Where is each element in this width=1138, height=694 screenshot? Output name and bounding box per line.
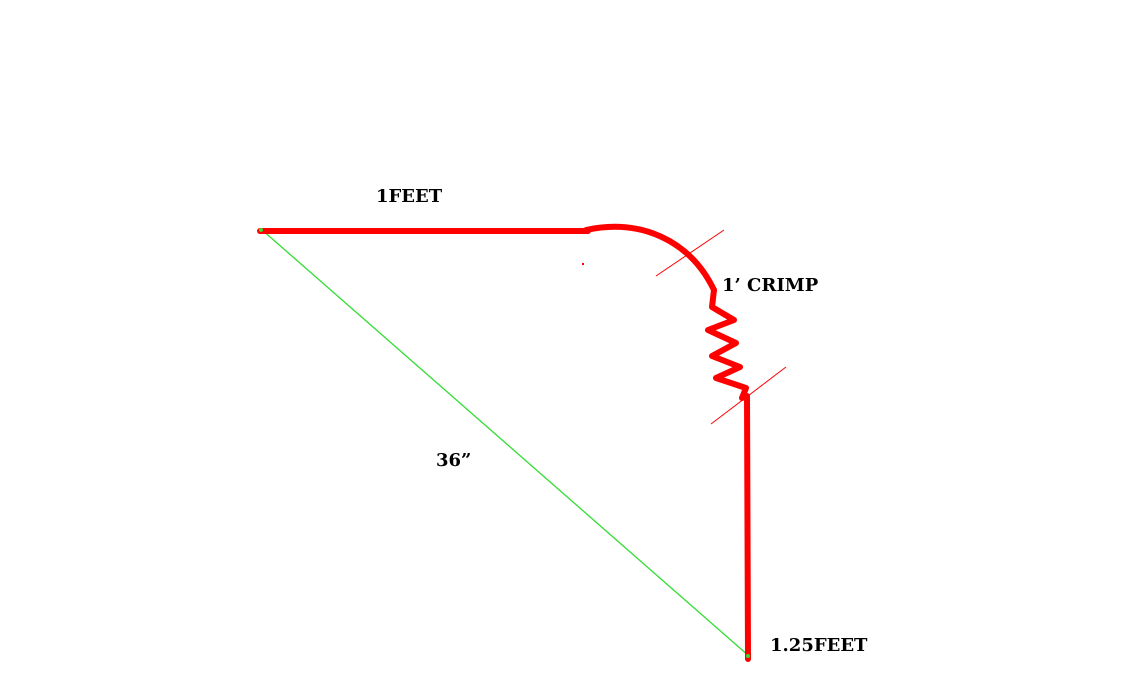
crimp-end-mark (710, 366, 787, 425)
vertical-segment-label: 1.25FEET (770, 635, 868, 656)
top-segment-label: 1FEET (376, 186, 443, 207)
stray-dot (582, 263, 584, 265)
diagonal-measure-line (260, 228, 750, 657)
diagonal-label: 36” (436, 450, 472, 471)
start-point (259, 228, 263, 232)
elbow-curve (583, 223, 717, 293)
end-point (746, 654, 750, 658)
crimp-start-mark (655, 229, 725, 277)
crimp-label: 1’ CRIMP (722, 275, 819, 296)
crimp-zigzag (705, 287, 749, 401)
vertical-duct-segment (744, 393, 751, 662)
